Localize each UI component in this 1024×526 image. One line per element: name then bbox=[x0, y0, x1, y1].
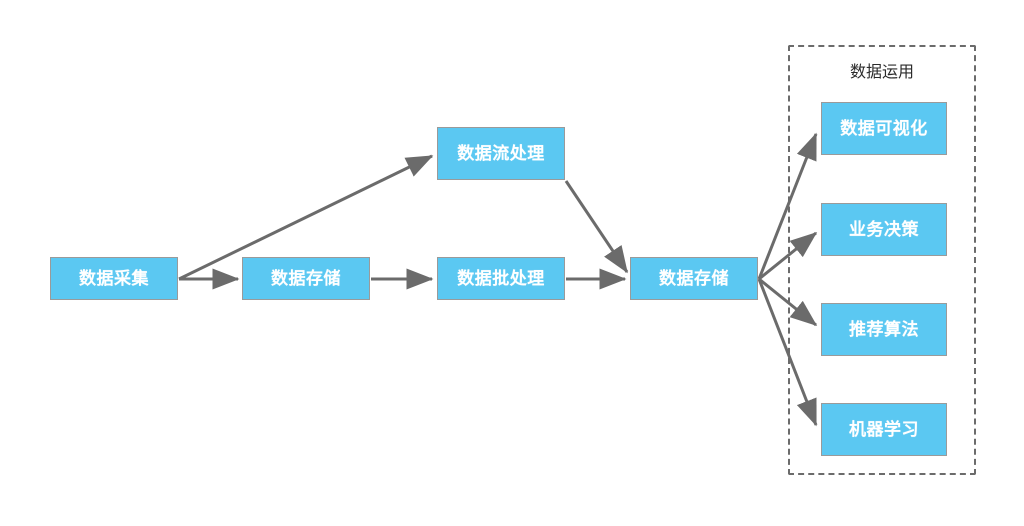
node-store2[interactable]: 数据存储 bbox=[630, 257, 758, 300]
node-visualize[interactable]: 数据可视化 bbox=[821, 102, 947, 155]
node-decision[interactable]: 业务决策 bbox=[821, 203, 947, 256]
group-data-application-group bbox=[788, 45, 976, 475]
node-label-store1: 数据存储 bbox=[271, 269, 341, 288]
node-recommend[interactable]: 推荐算法 bbox=[821, 303, 947, 356]
node-label-collect: 数据采集 bbox=[79, 269, 149, 288]
node-label-recommend: 推荐算法 bbox=[849, 320, 919, 339]
node-label-visualize: 数据可视化 bbox=[840, 119, 928, 138]
node-stream[interactable]: 数据流处理 bbox=[437, 127, 565, 180]
node-ml[interactable]: 机器学习 bbox=[821, 403, 947, 456]
edge-stream-to-store2 bbox=[564, 180, 629, 274]
group-title-label: 数据运用 bbox=[849, 64, 914, 81]
node-store1[interactable]: 数据存储 bbox=[242, 257, 370, 300]
node-label-stream: 数据流处理 bbox=[457, 144, 545, 163]
node-label-batch: 数据批处理 bbox=[457, 269, 545, 288]
node-label-ml: 机器学习 bbox=[849, 420, 919, 439]
node-batch[interactable]: 数据批处理 bbox=[437, 257, 565, 300]
node-label-store2: 数据存储 bbox=[659, 269, 729, 288]
node-label-decision: 业务决策 bbox=[849, 220, 919, 239]
node-collect[interactable]: 数据采集 bbox=[50, 257, 178, 300]
